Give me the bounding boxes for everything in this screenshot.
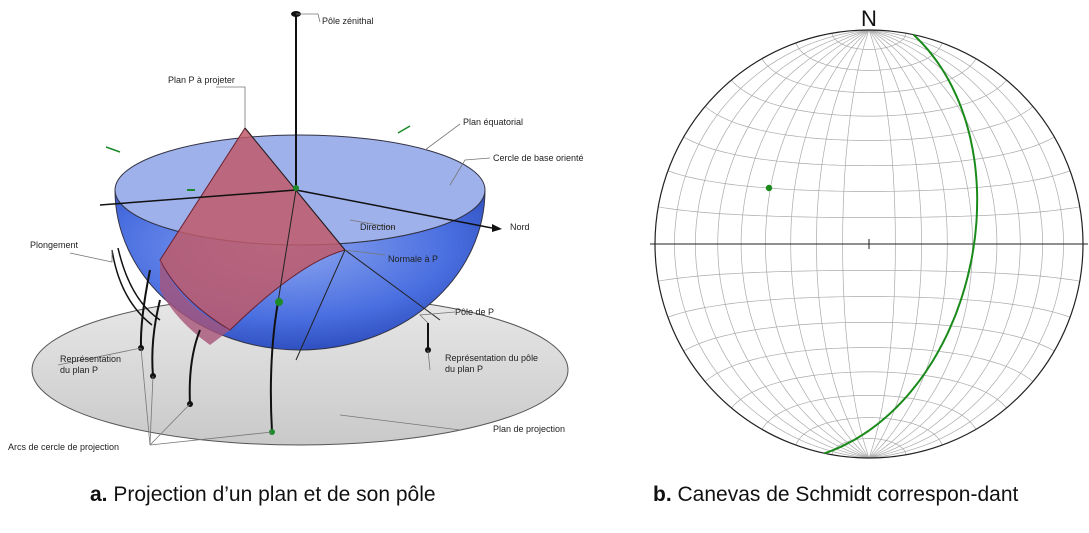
caption-b: b. Canevas de Schmidt correspon-dant	[653, 480, 1073, 509]
net-parallel	[658, 206, 1080, 218]
net-parallel	[683, 321, 1055, 352]
net-parallel	[795, 417, 943, 446]
construction-line	[295, 249, 346, 361]
normal-line	[277, 189, 297, 303]
net-parallel	[761, 58, 977, 94]
label-repr-pole-1: Représentation du pôle	[445, 353, 538, 363]
label-normale: Normale à P	[388, 254, 438, 264]
north-label: N	[861, 6, 877, 31]
net-parallel	[831, 438, 907, 455]
plongement-arc	[111, 249, 153, 326]
label-cercle-base: Cercle de base orienté	[493, 153, 584, 163]
pole-dot	[275, 298, 283, 306]
label-repr-pole-2: du plan P	[445, 364, 483, 374]
net-parallel	[731, 371, 1007, 409]
plongement-arc	[117, 247, 161, 321]
north-arrow	[492, 224, 502, 232]
pole-point	[765, 184, 773, 192]
label-pole-zenithal: Pôle zénithal	[322, 16, 374, 26]
great-circle-plane-p	[824, 33, 979, 455]
caption-b-text: Canevas de Schmidt correspon-dant	[671, 483, 1019, 506]
net-parallel	[761, 394, 977, 430]
net-parallel	[795, 42, 943, 71]
north-axis	[295, 189, 493, 229]
projection-arc	[188, 329, 201, 405]
label-arcs: Arcs de cercle de projection	[8, 442, 119, 452]
label-plan-equatorial: Plan équatorial	[463, 117, 523, 127]
plane-p-lower	[160, 260, 230, 345]
plane-p	[159, 127, 346, 331]
caption-a-letter: a.	[90, 483, 108, 506]
caption-a: a. Projection d’un plan et de son pôle	[90, 480, 560, 509]
label-plan-projection: Plan de projection	[493, 424, 565, 434]
schmidt-net: N	[650, 6, 1088, 459]
label-nord: Nord	[510, 222, 530, 232]
pole-dot-equator	[293, 185, 299, 191]
label-pole-p: Pôle de P	[455, 307, 494, 317]
label-repr-plan-1: Représentation	[60, 354, 121, 364]
hemisphere-projection-diagram: Pôle zénithal Plan P à projeter Plan équ…	[8, 11, 584, 452]
net-parallel	[658, 270, 1080, 282]
label-direction: Direction	[360, 222, 396, 232]
caption-a-text: Projection d’un plan et de son pôle	[107, 483, 436, 506]
projection-arc	[269, 301, 279, 433]
net-parallel	[667, 296, 1071, 318]
construction-line	[344, 249, 441, 321]
net-parallel	[667, 170, 1071, 192]
caption-b-letter: b.	[653, 483, 672, 506]
projection-arc	[151, 299, 161, 377]
net-parallel	[704, 347, 1034, 382]
label-plan-p: Plan P à projeter	[168, 75, 235, 85]
net-parallel	[831, 33, 907, 50]
west-axis	[99, 189, 297, 206]
label-plongement: Plongement	[30, 240, 79, 250]
projection-arc	[139, 269, 151, 349]
label-repr-plan-2: du plan P	[60, 365, 98, 375]
net-parallel	[683, 136, 1055, 167]
net-parallel	[704, 106, 1034, 141]
tick	[105, 146, 121, 153]
net-parallel	[731, 79, 1007, 117]
tick	[397, 125, 411, 134]
